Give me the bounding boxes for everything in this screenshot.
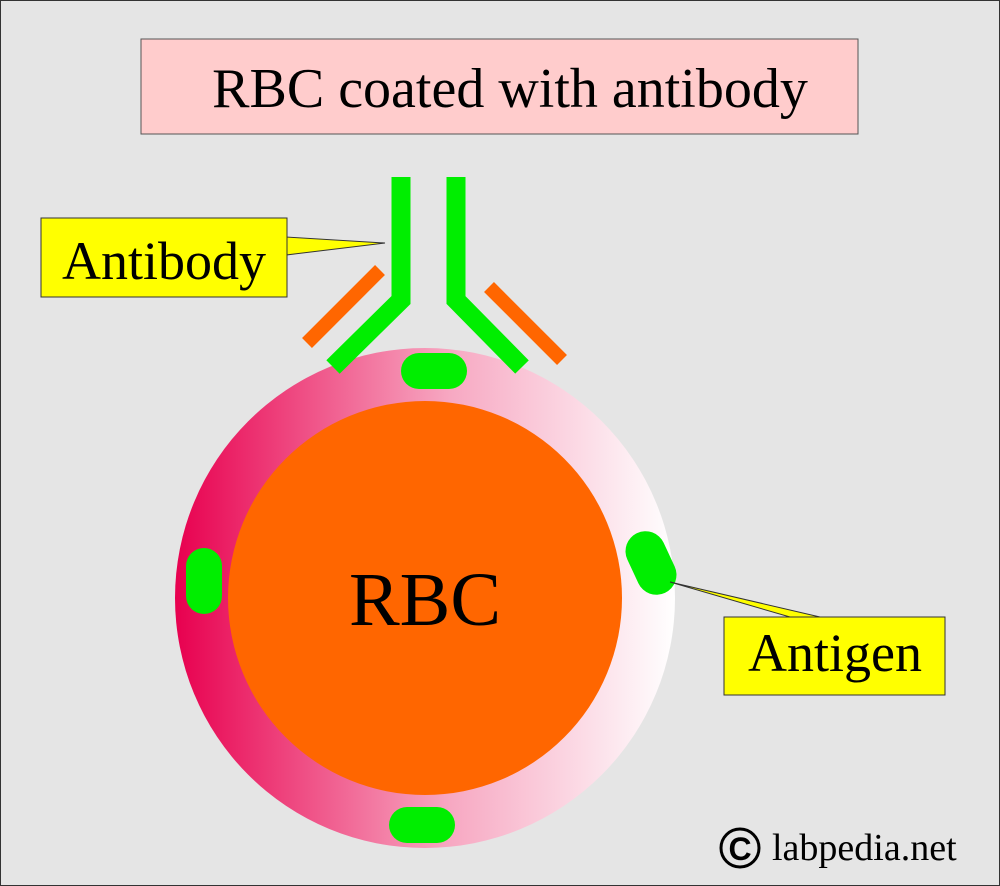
antigen-callout-pointer <box>669 581 821 618</box>
antibody-callout <box>40 217 288 298</box>
antibody-callout-pointer <box>285 236 386 256</box>
title-box <box>140 38 859 135</box>
antibody-label: Antibody <box>62 231 266 291</box>
rbc-label: RBC <box>349 558 501 642</box>
antigen <box>186 548 222 614</box>
copyright-c: C <box>728 831 751 867</box>
rbc-core <box>228 401 622 795</box>
antigen-label: Antigen <box>748 623 922 683</box>
watermark: labpedia.net <box>772 827 957 869</box>
antigen <box>401 353 467 389</box>
antigen-callout <box>723 616 946 696</box>
antibody <box>302 177 567 374</box>
title-text: RBC coated with antibody <box>212 58 808 120</box>
antigen <box>389 807 455 843</box>
antigen <box>625 531 677 595</box>
copyright-icon <box>719 827 761 869</box>
